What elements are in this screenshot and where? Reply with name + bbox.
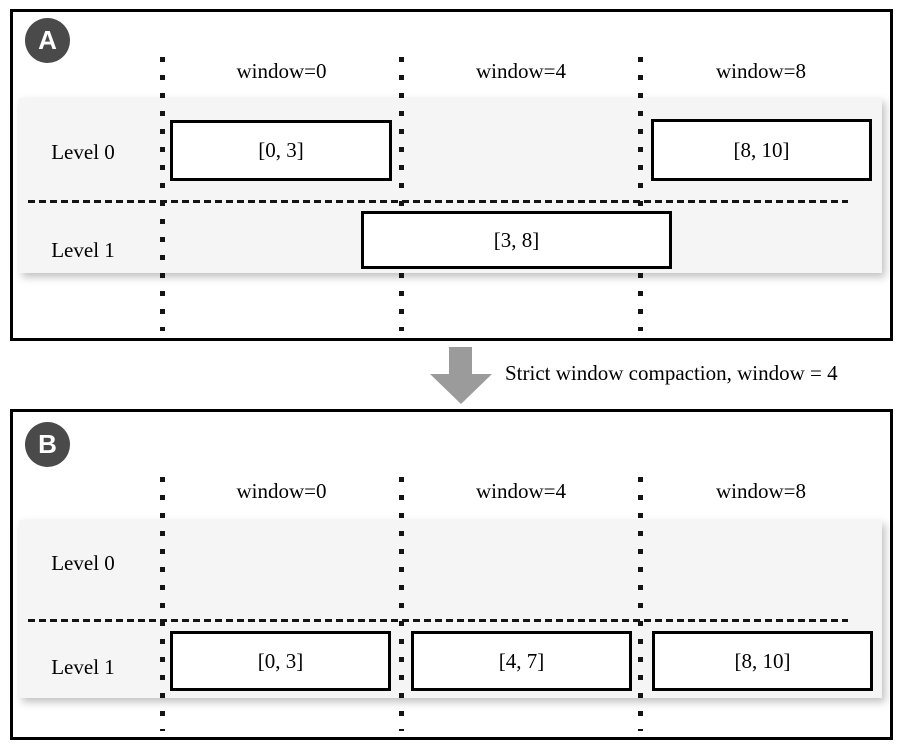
panel-a-level-0-label: Level 0 <box>51 140 115 164</box>
sstable-box: [4, 7] <box>411 631 632 691</box>
sstable-box: [8, 10] <box>652 631 873 691</box>
panel-a-window-0-label: window=0 <box>236 59 327 83</box>
down-arrow-icon <box>430 374 492 404</box>
level-separator-dashed-line <box>28 200 848 203</box>
panel-b: B window=0 window=4 window=8 Level 0 Lev… <box>10 409 893 740</box>
panel-a-level-1-label: Level 1 <box>51 238 115 262</box>
transition-caption: Strict window compaction, window = 4 <box>505 361 838 385</box>
sstable-box: [8, 10] <box>651 119 872 181</box>
window-boundary-dotted-line <box>399 477 404 731</box>
panel-b-badge: B <box>25 422 70 467</box>
down-arrow-icon <box>449 347 472 375</box>
sstable-box: [0, 3] <box>170 120 392 181</box>
panel-b-window-4-label: window=4 <box>475 479 566 503</box>
panel-a-window-8-label: window=8 <box>715 59 806 83</box>
window-boundary-dotted-line <box>638 477 643 731</box>
panel-a: A window=0 window=4 window=8 Level 0 Lev… <box>10 9 893 341</box>
window-boundary-dotted-line <box>638 57 643 331</box>
panel-a-badge: A <box>25 18 70 63</box>
panel-b-level-0-label: Level 0 <box>51 551 115 575</box>
panel-b-window-0-label: window=0 <box>236 479 327 503</box>
level-separator-dashed-line <box>28 619 848 622</box>
window-boundary-dotted-line <box>160 57 165 331</box>
panel-b-level-1-label: Level 1 <box>51 655 115 679</box>
sstable-box: [0, 3] <box>170 631 391 691</box>
window-boundary-dotted-line <box>160 477 165 731</box>
panel-a-window-4-label: window=4 <box>475 59 566 83</box>
sstable-box: [3, 8] <box>361 211 672 269</box>
panel-b-window-8-label: window=8 <box>715 479 806 503</box>
window-boundary-dotted-line <box>399 57 404 331</box>
